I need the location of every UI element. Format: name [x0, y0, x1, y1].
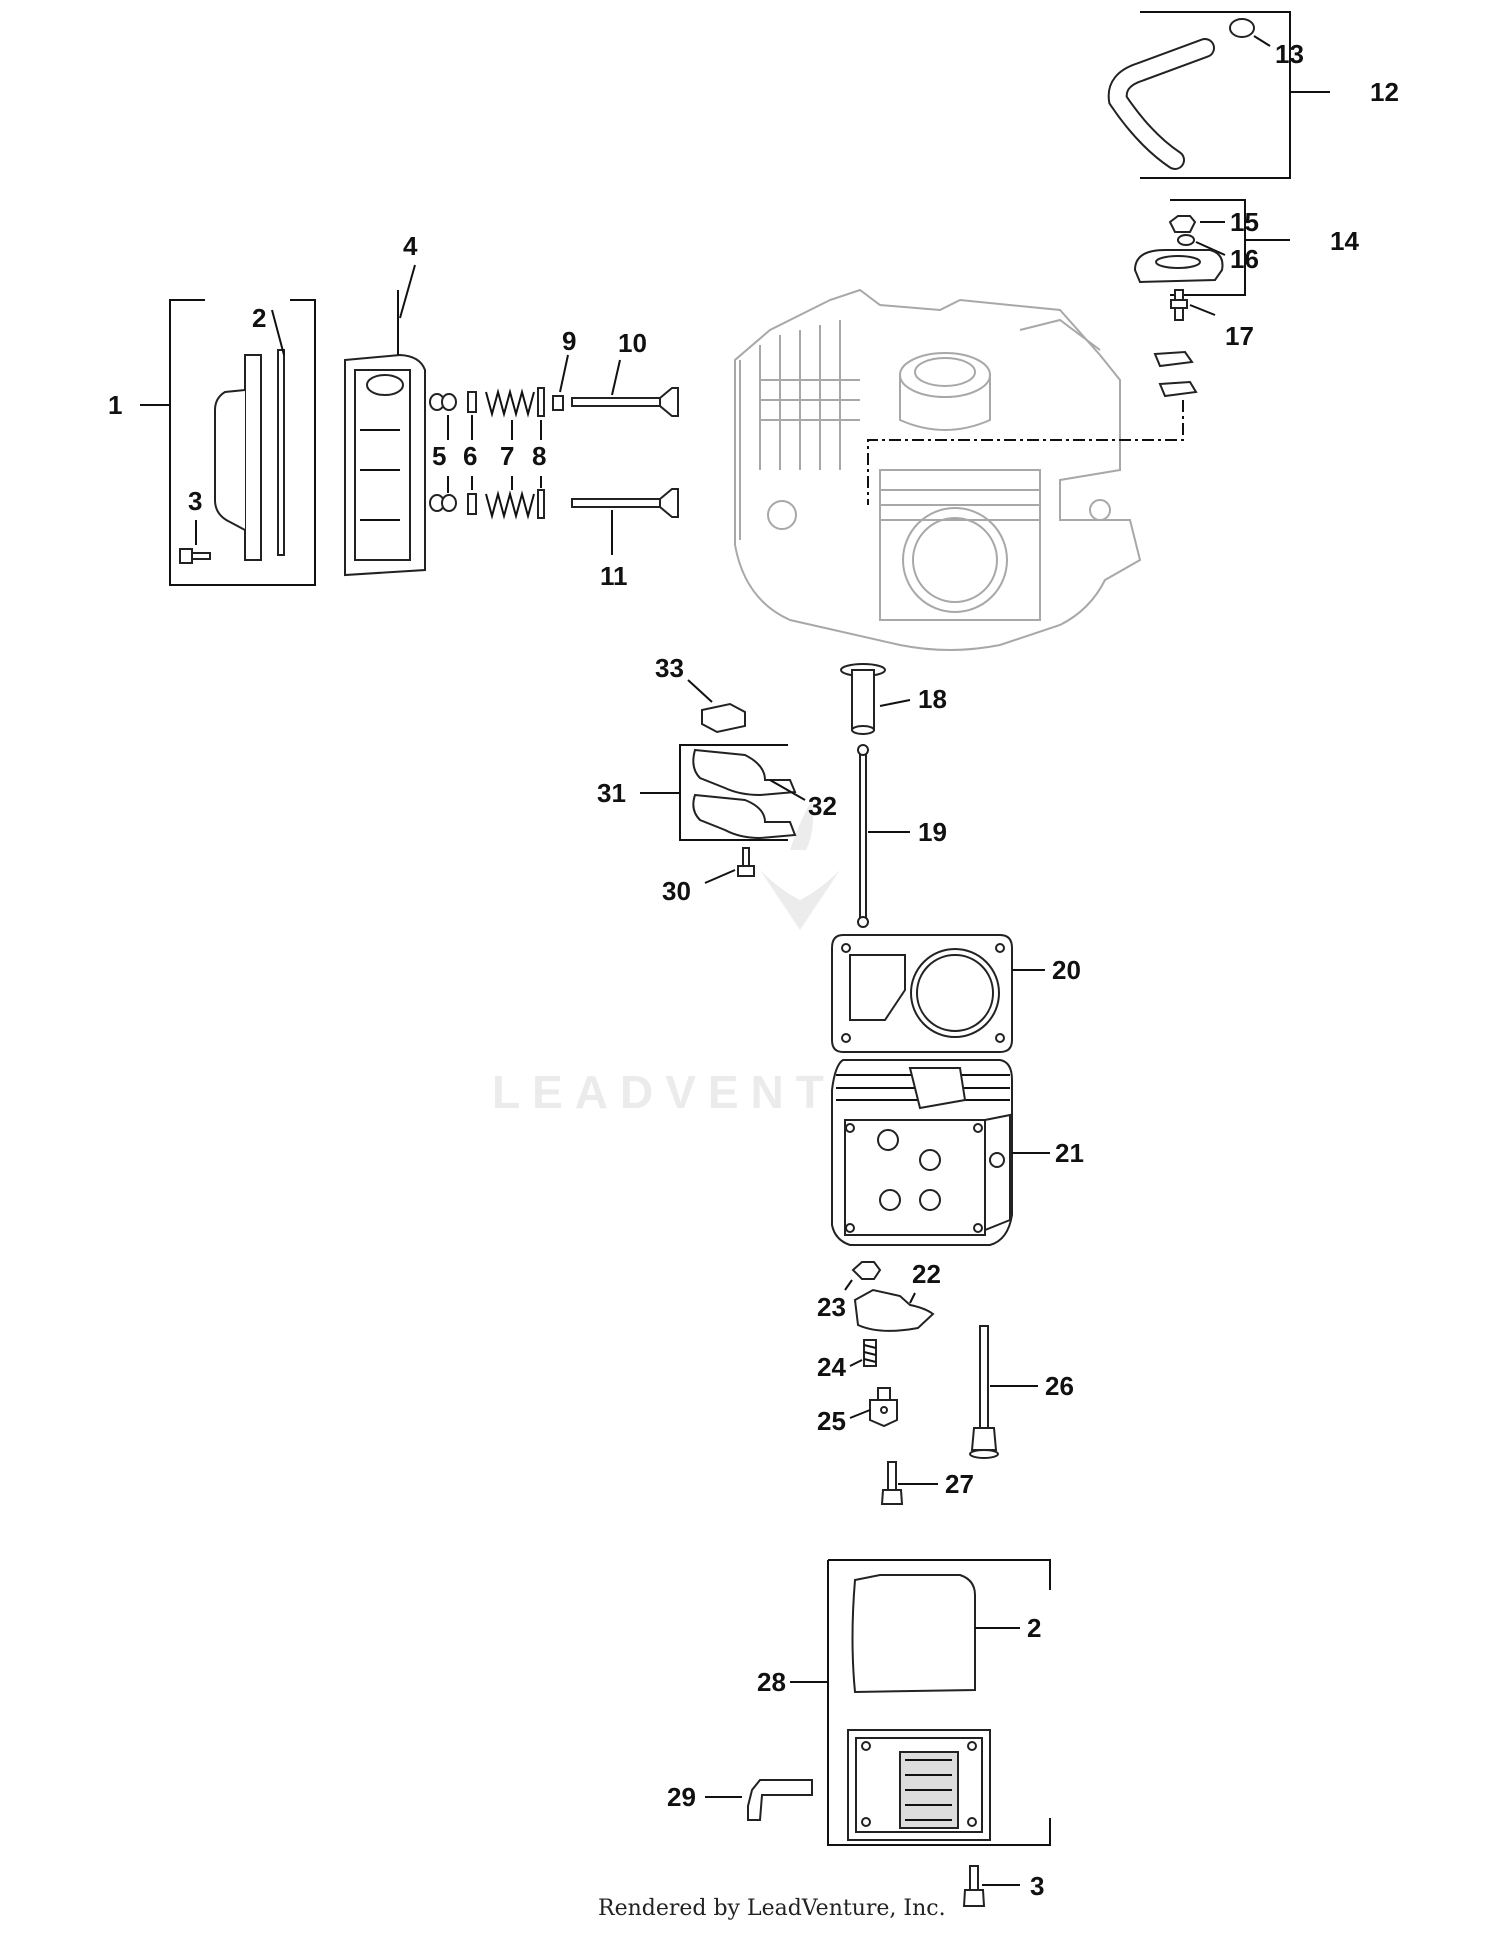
bolt-3b: [962, 1865, 986, 1907]
spring-caps: [537, 387, 545, 519]
callout-3b: 3: [1030, 1871, 1044, 1901]
callout-23: 23: [817, 1292, 846, 1322]
callout-10: 10: [618, 328, 647, 358]
callout-3a: 3: [188, 486, 202, 516]
callout-20: 20: [1052, 955, 1081, 985]
callout-21: 21: [1055, 1138, 1084, 1168]
stud-17: [1170, 289, 1188, 321]
breather-cover: [1133, 249, 1224, 284]
callout-6: 6: [463, 441, 477, 471]
callout-8: 8: [532, 441, 546, 471]
bracket-12: [1140, 11, 1291, 179]
valve-seal: [552, 395, 564, 411]
callout-30: 30: [662, 876, 691, 906]
tappet-18: [840, 663, 886, 735]
callout-9: 9: [562, 326, 576, 356]
head-bolt-26: [969, 1325, 999, 1459]
pivot-25: [869, 1387, 898, 1428]
screw-24: [863, 1339, 877, 1367]
valve-cover-small: [214, 349, 285, 561]
callout-5: 5: [432, 441, 446, 471]
callout-27: 27: [945, 1469, 974, 1499]
callout-4: 4: [403, 231, 418, 261]
callout-16: 16: [1230, 244, 1259, 274]
callout-32: 32: [808, 791, 837, 821]
push-rod-19: [857, 744, 869, 928]
callout-24: 24: [817, 1352, 846, 1382]
valve-cover-ohv: [847, 1729, 991, 1841]
footer-credit: Rendered by LeadVenture, Inc.: [598, 1896, 946, 1921]
leader-24: [849, 1359, 863, 1367]
callout-26: 26: [1045, 1371, 1074, 1401]
head-gasket-20: [831, 934, 1013, 1053]
callout-12: 12: [1370, 77, 1399, 107]
callout-33: 33: [655, 653, 684, 683]
valve-springs: [485, 388, 535, 520]
watermark-logo: [760, 800, 840, 930]
callout-14: 14: [1330, 226, 1359, 256]
rocker-arm-22: [853, 1288, 935, 1332]
deflector-lower: [692, 793, 797, 840]
valve-keepers: [429, 393, 457, 512]
block-33: [701, 702, 746, 734]
nut-15: [1168, 215, 1197, 233]
bolt-3a: [179, 548, 211, 564]
deflector-upper: [692, 748, 797, 797]
breather-plate-a: [1153, 350, 1194, 368]
leader-10: [611, 359, 621, 396]
bracket-29: [747, 1779, 813, 1821]
callout-15: 15: [1230, 207, 1259, 237]
engine-block-outline: [734, 288, 1142, 651]
callout-2b: 2: [1027, 1613, 1041, 1643]
intake-valve: [571, 488, 679, 518]
callout-19: 19: [918, 817, 947, 847]
leader-16: [1195, 241, 1226, 256]
exhaust-valve: [571, 387, 679, 417]
callout-2a: 2: [252, 303, 266, 333]
leader-25: [849, 1409, 871, 1419]
spring-retainers: [467, 391, 477, 515]
cylinder-head-21: [831, 1059, 1013, 1246]
leader-9: [559, 354, 569, 393]
callout-7: 7: [500, 441, 514, 471]
valve-cover-gasket-2: [851, 1574, 976, 1694]
callout-29: 29: [667, 1782, 696, 1812]
callout-25: 25: [817, 1406, 846, 1436]
breather-plate-b: [1158, 380, 1198, 398]
bracket-14: [1170, 199, 1246, 296]
callout-13: 13: [1275, 39, 1304, 69]
leader-13: [1253, 35, 1271, 47]
leader-30: [704, 869, 736, 884]
cylinder-head-side: [344, 290, 426, 577]
nut-23: [851, 1261, 882, 1280]
leader-4: [399, 264, 416, 319]
callout-17: 17: [1225, 321, 1254, 351]
callout-11: 11: [600, 561, 628, 591]
breather-hose-inner: [1109, 40, 1213, 168]
callout-1: 1: [108, 390, 122, 420]
hose-clamp: [1229, 18, 1255, 38]
leader-32: [769, 779, 806, 801]
leader-18: [879, 699, 911, 707]
callout-31: 31: [597, 778, 626, 808]
bolt-27: [880, 1461, 904, 1505]
leader-23: [844, 1279, 853, 1291]
bracket-28: [827, 1559, 1051, 1846]
leader-17: [1189, 304, 1216, 316]
washer-16: [1177, 234, 1195, 246]
callout-28: 28: [757, 1667, 786, 1697]
bracket-1: [169, 299, 316, 586]
leader-33: [687, 679, 713, 703]
screw-30: [737, 847, 755, 877]
callout-18: 18: [918, 684, 947, 714]
leader-2a: [271, 309, 285, 356]
leader-22: [909, 1292, 916, 1304]
callout-22: 22: [912, 1259, 941, 1289]
